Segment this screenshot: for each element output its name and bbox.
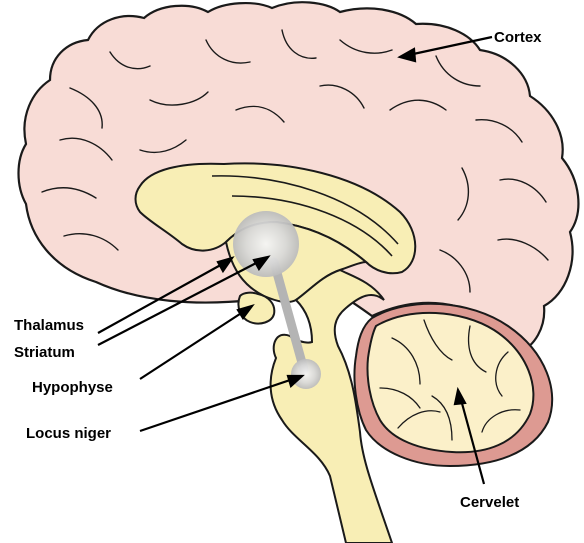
- hypophyse-label: Hypophyse: [32, 379, 113, 396]
- cervelet-label: Cervelet: [460, 494, 519, 511]
- locus-niger-highlight: [291, 359, 321, 389]
- striatum-highlight: [233, 211, 299, 277]
- locus-niger-label: Locus niger: [26, 425, 111, 442]
- striatum-label: Striatum: [14, 344, 75, 361]
- thalamus-label: Thalamus: [14, 317, 84, 334]
- cortex-label: Cortex: [494, 29, 542, 46]
